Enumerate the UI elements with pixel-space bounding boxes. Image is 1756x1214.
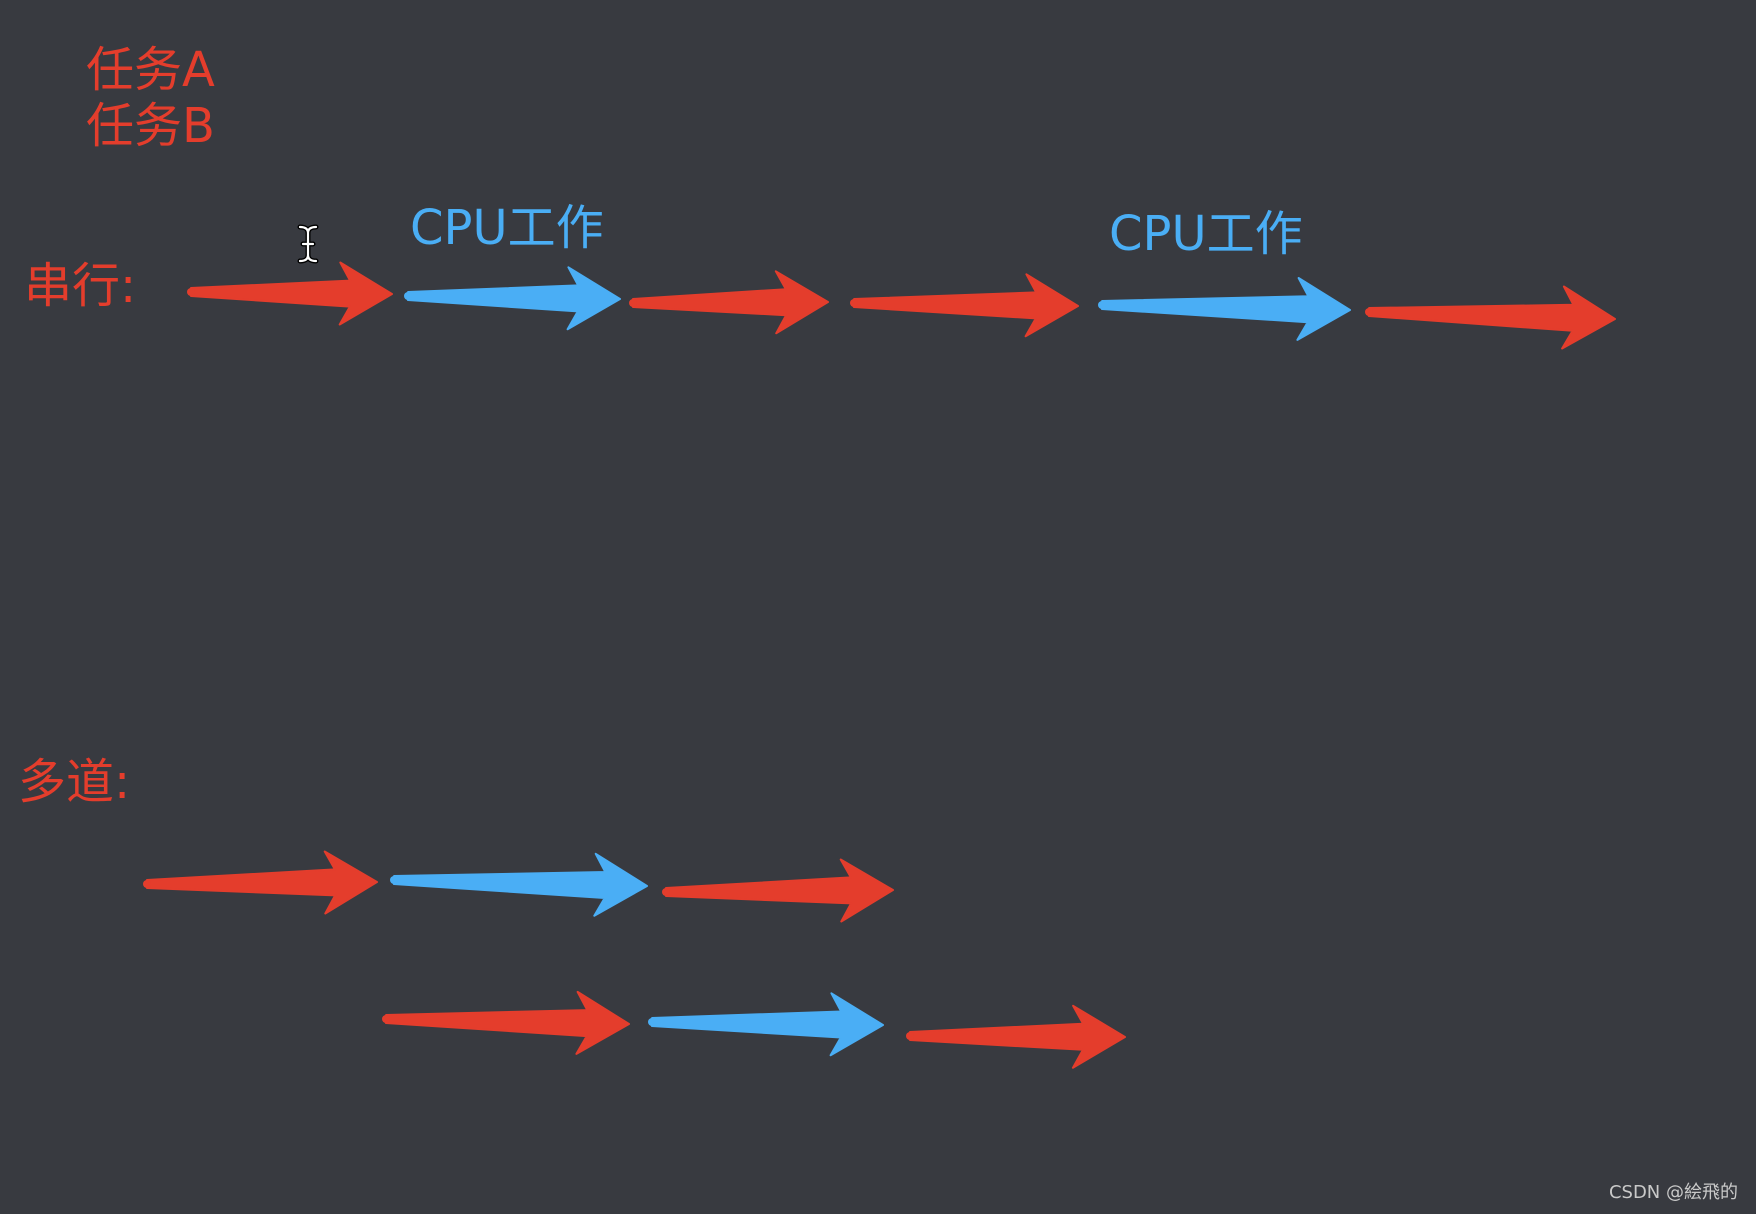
multiprogramming-label: 多道:	[18, 754, 131, 810]
cpu-work-label-2: CPU工作	[1109, 206, 1303, 262]
multi-row-b-arrow-cpu	[648, 992, 884, 1057]
serial-arrow-io	[850, 273, 1079, 338]
serial-label: 串行:	[24, 258, 137, 314]
csdn-watermark: CSDN @絵飛的	[1608, 1182, 1738, 1203]
multi-row-a-arrow-cpu	[390, 852, 648, 917]
cpu-work-label-1: CPU工作	[410, 200, 604, 256]
serial-arrow-io	[1365, 285, 1616, 350]
serial-arrow-io	[187, 261, 393, 326]
serial-arrow-cpu	[1098, 277, 1351, 341]
serial-arrow-cpu	[404, 266, 621, 331]
serial-arrow-io	[629, 270, 829, 335]
multi-row-a-arrow-io	[143, 850, 378, 915]
text-cursor-icon	[297, 224, 319, 264]
task-a-legend: 任务A	[86, 42, 215, 98]
multi-row-b-arrow-io	[382, 990, 630, 1055]
task-b-legend: 任务B	[86, 98, 215, 154]
multi-row-a-arrow-io	[662, 858, 894, 923]
multi-row-b-arrow-io	[906, 1004, 1126, 1069]
